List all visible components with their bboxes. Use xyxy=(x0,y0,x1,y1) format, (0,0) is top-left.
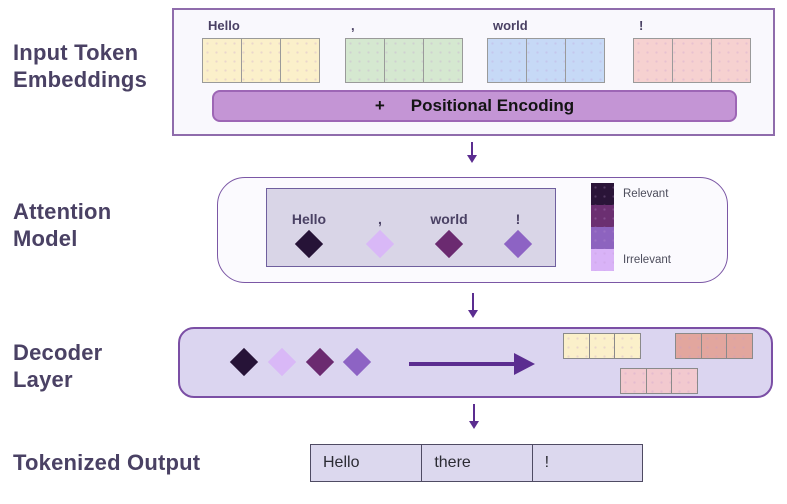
embedding-cell xyxy=(634,39,673,82)
attention-token-comma: , xyxy=(348,211,412,259)
tokenized-output-table: Hello there ! xyxy=(310,444,643,482)
legend-irrelevant-label: Irrelevant xyxy=(623,254,671,266)
embedding-cell xyxy=(242,39,281,82)
embedding-cell xyxy=(346,39,385,82)
attention-tokens-box: Hello , world ! xyxy=(266,188,556,267)
positional-encoding-bar: + Positional Encoding xyxy=(212,90,737,122)
decoder-output-yellow xyxy=(563,333,641,359)
embedding-cell xyxy=(281,39,319,82)
legend-swatch-3 xyxy=(591,227,614,249)
input-token-exclaim-embedding xyxy=(633,38,751,83)
decoder-layer-section-label: Decoder Layer xyxy=(13,339,102,393)
embedding-cell xyxy=(564,334,590,358)
decoder-diamond-3 xyxy=(305,347,335,377)
positional-encoding-label: Positional Encoding xyxy=(410,96,575,115)
diamond-shape xyxy=(305,347,335,377)
embedding-cell xyxy=(712,39,750,82)
embedding-cell xyxy=(621,369,647,393)
diamond-shape xyxy=(342,347,372,377)
embedding-cell xyxy=(615,334,640,358)
embedding-cell xyxy=(424,39,462,82)
down-arrow-icon xyxy=(469,404,479,429)
plus-sign: + xyxy=(374,96,385,115)
attention-model-section-label: Attention Model xyxy=(13,198,111,252)
down-arrow-icon xyxy=(468,293,478,318)
attention-diamond-comma xyxy=(365,229,395,259)
input-token-world-embedding xyxy=(487,38,605,83)
embedding-cell xyxy=(673,39,712,82)
attention-token-exclaim-label: ! xyxy=(515,211,521,227)
input-token-comma-embedding xyxy=(345,38,463,83)
input-token-comma-label: , xyxy=(351,18,355,33)
attention-token-hello-label: Hello xyxy=(291,211,327,227)
input-token-exclaim: ! xyxy=(633,18,751,83)
right-arrow-icon xyxy=(409,362,515,366)
input-token-hello: Hello xyxy=(202,18,320,83)
output-cell-hello: Hello xyxy=(311,445,423,481)
attention-token-world: world xyxy=(417,211,481,259)
relevance-legend xyxy=(591,183,614,271)
decoder-diamond-2 xyxy=(267,347,297,377)
attention-token-world-label: world xyxy=(430,211,468,227)
attention-diamond-exclaim xyxy=(503,229,533,259)
input-embeddings-label-line2: Embeddings xyxy=(13,67,148,92)
embedding-cell xyxy=(527,39,566,82)
attention-diamond-hello xyxy=(294,229,324,259)
input-token-exclaim-label: ! xyxy=(639,18,644,33)
embedding-cell xyxy=(203,39,242,82)
embedding-cell xyxy=(702,334,728,358)
embedding-cell xyxy=(727,334,752,358)
legend-swatch-4 xyxy=(591,249,614,271)
output-cell-there: there xyxy=(422,445,533,481)
legend-swatch-2 xyxy=(591,205,614,227)
diamond-shape xyxy=(229,347,259,377)
legend-relevant-label: Relevant xyxy=(623,188,669,200)
attention-token-exclaim: ! xyxy=(486,211,550,259)
diamond-shape xyxy=(267,347,297,377)
input-embeddings-panel: Hello , world ! + Positional Encoding xyxy=(172,8,775,136)
embedding-cell xyxy=(647,369,673,393)
decoder-output-salmon xyxy=(675,333,753,359)
attention-label-line2: Model xyxy=(13,226,78,251)
embedding-cell xyxy=(672,369,697,393)
decoder-layer-panel xyxy=(178,327,773,398)
down-arrow-icon xyxy=(467,142,477,163)
embedding-cell xyxy=(676,334,702,358)
input-embeddings-section-label: Input Token Embeddings xyxy=(13,39,147,93)
attention-token-comma-label: , xyxy=(378,211,382,227)
tokenized-output-section-label: Tokenized Output xyxy=(13,450,201,475)
input-embeddings-label-line1: Input Token xyxy=(13,40,139,65)
input-token-world: world xyxy=(487,18,605,83)
right-arrow-head-icon xyxy=(514,353,546,375)
decoder-diamond-1 xyxy=(229,347,259,377)
input-token-hello-label: Hello xyxy=(208,18,240,33)
decoder-label-line2: Layer xyxy=(13,367,73,392)
input-token-comma: , xyxy=(345,18,463,83)
attention-label-line1: Attention xyxy=(13,199,112,224)
attention-token-hello: Hello xyxy=(277,211,341,259)
attention-model-panel: Hello , world ! Relevant Irrelevant xyxy=(217,177,728,283)
legend-swatch-1 xyxy=(591,183,614,205)
input-token-world-label: world xyxy=(493,18,528,33)
attention-diamond-world xyxy=(434,229,464,259)
output-cell-exclaim: ! xyxy=(544,454,550,471)
decoder-label-line1: Decoder xyxy=(13,340,103,365)
embedding-cell xyxy=(590,334,616,358)
embedding-cell xyxy=(385,39,424,82)
embedding-cell xyxy=(566,39,604,82)
input-token-hello-embedding xyxy=(202,38,320,83)
embedding-cell xyxy=(488,39,527,82)
decoder-output-pink xyxy=(620,368,698,394)
decoder-diamond-4 xyxy=(342,347,372,377)
